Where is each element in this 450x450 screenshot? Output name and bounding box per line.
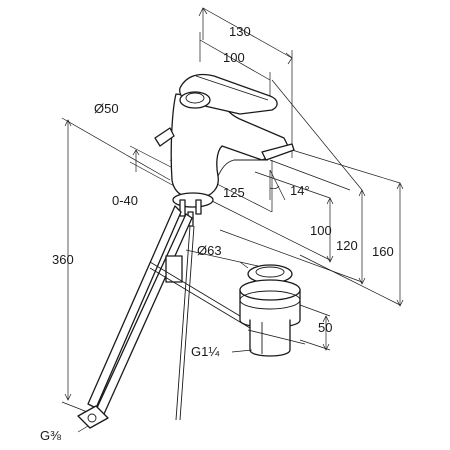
pop-up-rod xyxy=(149,225,251,421)
label-100-height: 100 xyxy=(310,223,332,238)
label-14-degrees: 14° xyxy=(290,183,310,198)
height-extension-lines xyxy=(209,79,404,307)
label-360: 360 xyxy=(52,252,74,267)
supply-hoses xyxy=(77,205,193,429)
label-130: 130 xyxy=(229,24,251,39)
label-160-height: 160 xyxy=(372,244,394,259)
label-diameter-63: Ø63 xyxy=(197,243,222,258)
label-0-40: 0-40 xyxy=(112,193,138,208)
label-125: 125 xyxy=(223,185,245,200)
label-50: 50 xyxy=(318,320,332,335)
label-g-1-1-4: G1¼ xyxy=(191,344,219,359)
dimension-labels: 130 100 Ø50 0-40 125 14° 100 120 160 360… xyxy=(40,24,394,443)
label-g-3-8: G⅜ xyxy=(40,428,61,443)
label-120-height: 120 xyxy=(336,238,358,253)
pop-up-waste xyxy=(239,264,306,357)
label-diameter-50: Ø50 xyxy=(94,101,119,116)
label-100-top: 100 xyxy=(223,50,245,65)
waste-dimension-lines xyxy=(77,249,331,433)
faucet-body xyxy=(154,73,295,227)
